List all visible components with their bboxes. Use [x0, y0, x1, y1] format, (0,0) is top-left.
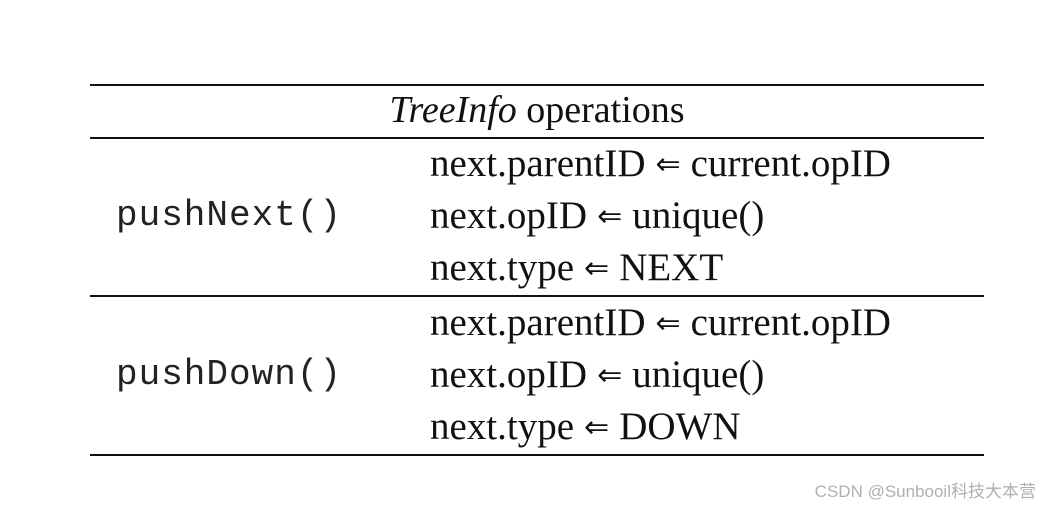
- operation-lhs: next.parentID: [430, 301, 646, 344]
- assign-arrow-icon: ⇐: [584, 410, 610, 445]
- assign-arrow-icon: ⇐: [655, 147, 681, 182]
- operation-line: next.parentID ⇐ current.opID: [430, 138, 891, 193]
- operation-lhs: next.type: [430, 405, 575, 448]
- title-operations: operations: [516, 89, 685, 131]
- operation-lhs: next.parentID: [430, 142, 646, 185]
- operation-line: next.type ⇐ DOWN: [430, 401, 741, 456]
- operation-rhs: current.opID: [690, 142, 891, 185]
- assign-arrow-icon: ⇐: [584, 251, 610, 286]
- operation-line: next.type ⇐ NEXT: [430, 242, 723, 297]
- operation-lhs: next.type: [430, 246, 575, 289]
- title-treeinfo: TreeInfo: [389, 89, 517, 131]
- operation-rhs: unique(): [632, 194, 765, 237]
- operation-lhs: next.opID: [430, 194, 588, 237]
- operation-line: next.opID ⇐ unique(): [430, 349, 764, 404]
- operation-rhs: NEXT: [619, 246, 724, 289]
- operation-rhs: unique(): [632, 353, 765, 396]
- bottom-rule: [90, 454, 984, 456]
- operation-rhs: DOWN: [619, 405, 741, 448]
- operation-line: next.opID ⇐ unique(): [430, 190, 764, 245]
- header-rule: [90, 137, 984, 139]
- operation-rhs: current.opID: [690, 301, 891, 344]
- operation-lhs: next.opID: [430, 353, 588, 396]
- assign-arrow-icon: ⇐: [597, 358, 623, 393]
- watermark: CSDN @Sunbooil科技大本营: [814, 482, 1036, 501]
- assign-arrow-icon: ⇐: [597, 199, 623, 234]
- function-push-down: pushDown(): [116, 354, 343, 395]
- function-push-next: pushNext(): [116, 195, 343, 236]
- top-rule: [90, 84, 984, 86]
- assign-arrow-icon: ⇐: [655, 306, 681, 341]
- row-divider: [90, 295, 984, 297]
- table-title: TreeInfo operations: [90, 84, 984, 136]
- operation-line: next.parentID ⇐ current.opID: [430, 297, 891, 352]
